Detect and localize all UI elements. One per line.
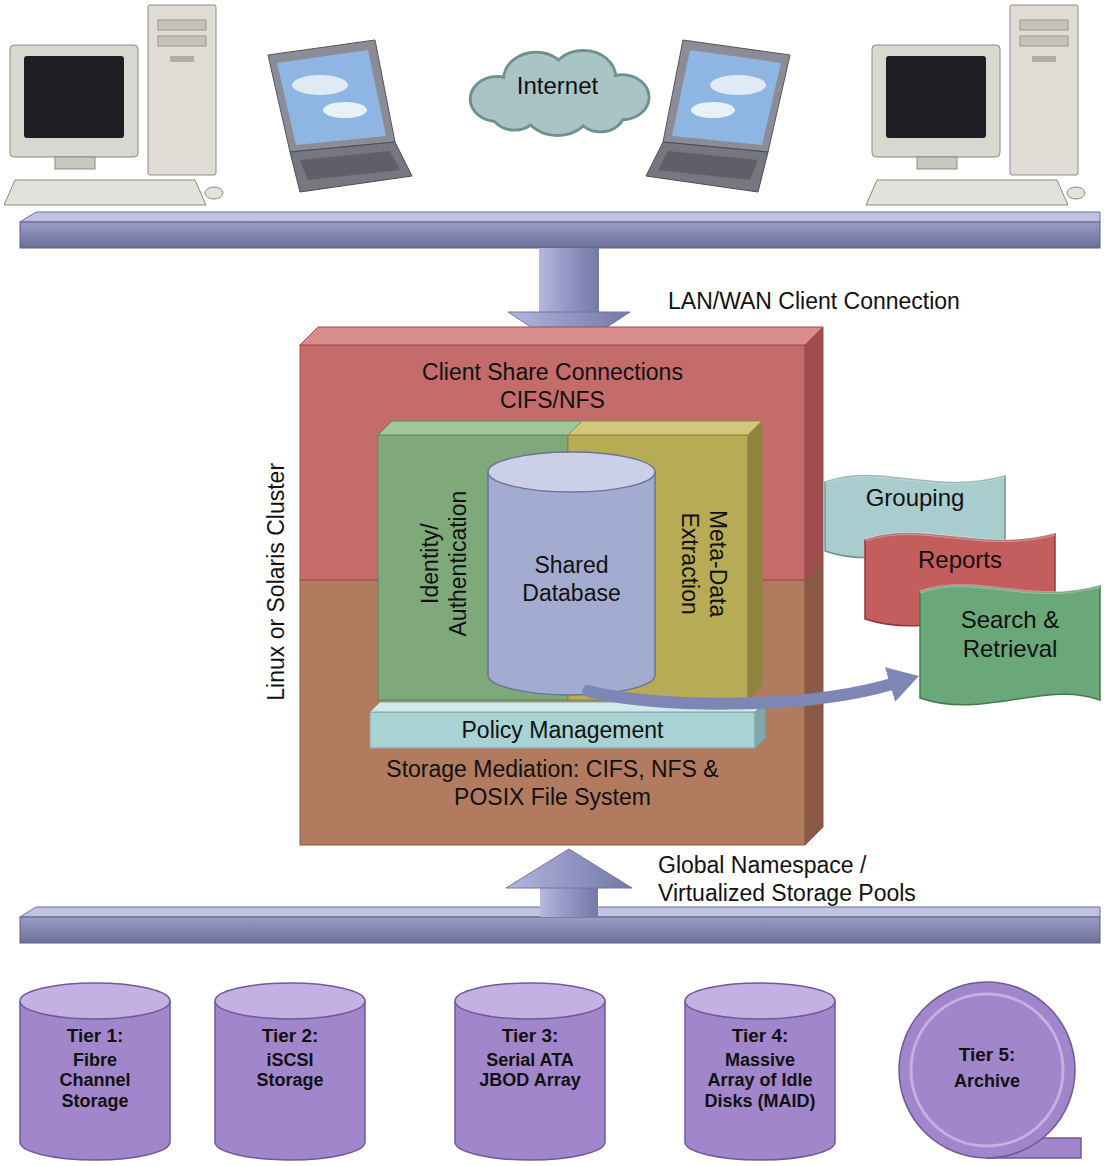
tier-heading: Tier 1: — [20, 1025, 170, 1048]
internet-cloud: Internet — [450, 45, 665, 135]
archive-tape-reel-outline — [899, 982, 1075, 1158]
tier-heading: Tier 4: — [685, 1025, 835, 1048]
cluster-group: Linux or Solaris Cluster Client Share Con… — [255, 320, 825, 850]
storage-tier-cylinder: Tier 3:Serial ATA JBOD Array — [455, 983, 605, 1160]
node-label: Grouping — [825, 484, 1005, 513]
tier-heading: Tier 2: — [215, 1025, 365, 1048]
storage-tier-cylinder: Tier 2:iSCSI Storage — [215, 983, 365, 1160]
node-label: Search & Retrieval — [920, 606, 1100, 664]
node-label: Fibre Channel Storage — [20, 1050, 170, 1112]
document-sheet: Search & Retrieval — [920, 580, 1100, 712]
node-label: Archive — [899, 1071, 1075, 1093]
archive-tape-reel: Tier 5: Archive — [899, 982, 1075, 1158]
node-label: Meta-Data Extraction — [675, 483, 730, 643]
node-label: Internet — [450, 72, 665, 101]
node-label: Shared Database — [488, 552, 655, 607]
tier-heading: Tier 3: — [455, 1025, 605, 1048]
node-label: Client Share Connections CIFS/NFS — [300, 359, 805, 414]
node-label: Linux or Solaris Cluster — [263, 422, 291, 742]
connection-label: LAN/WAN Client Connection — [668, 288, 1088, 316]
database-cylinder: Shared Database — [488, 452, 655, 695]
node-label: Policy Management — [370, 717, 755, 745]
node-label: Identity/ Authentication — [417, 463, 472, 663]
label-holder: LAN/WAN Client Connection — [668, 288, 1088, 316]
storage-tier-cylinder: Tier 1:Fibre Channel Storage — [20, 983, 170, 1160]
tier-heading: Tier 5: — [899, 1044, 1075, 1067]
node-label: Massive Array of Idle Disks (MAID) — [685, 1050, 835, 1112]
node-label: Serial ATA JBOD Array — [455, 1050, 605, 1091]
policy-bar: Policy Management — [370, 712, 755, 748]
label-holder: Global Namespace / Virtualized Storage P… — [658, 852, 968, 907]
storage-tier-cylinder: Tier 4:Massive Array of Idle Disks (MAID… — [685, 983, 835, 1160]
connection-label: Global Namespace / Virtualized Storage P… — [658, 852, 968, 907]
node-label: iSCSI Storage — [215, 1050, 365, 1091]
node-label: Storage Mediation: CIFS, NFS & POSIX Fil… — [300, 756, 805, 811]
node-label: Reports — [865, 546, 1055, 575]
